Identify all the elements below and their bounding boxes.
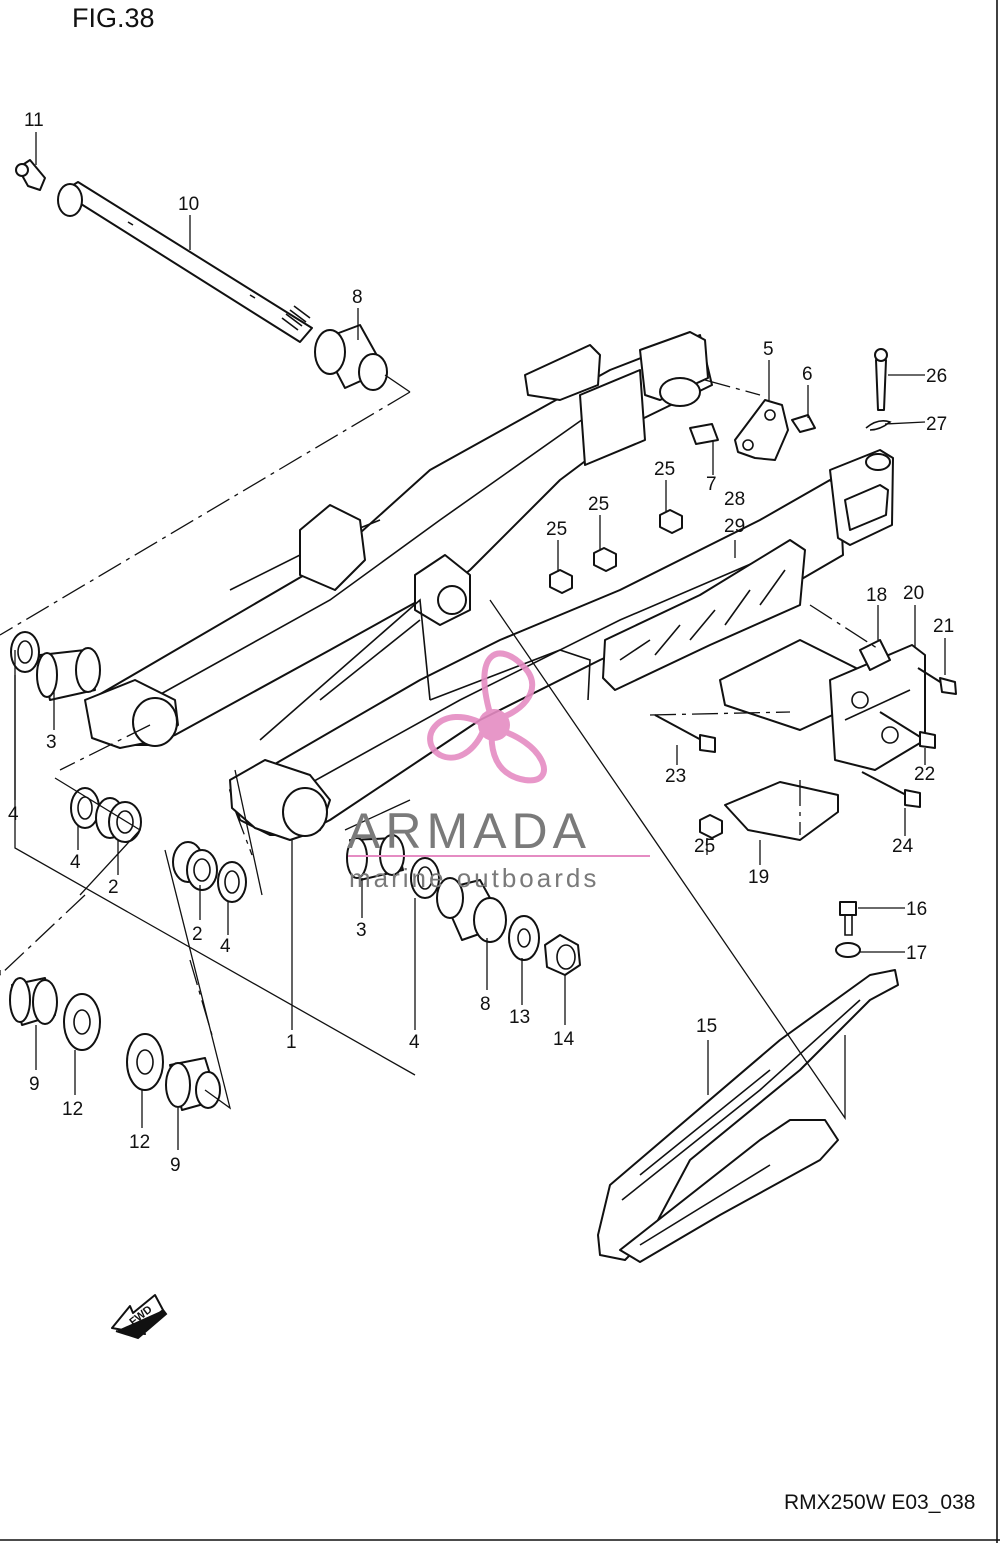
bolt-part-16	[839, 901, 857, 936]
callout-3-a: 3	[46, 732, 57, 753]
chain-guide-part-15	[597, 969, 899, 1263]
figure-label: FIG.38	[72, 3, 155, 33]
oil-seal-part-4-c	[217, 861, 247, 903]
callout-19: 19	[748, 867, 769, 888]
callout-7: 7	[706, 474, 717, 495]
callout-25-a: 25	[546, 519, 567, 540]
cover-part-19	[724, 781, 839, 841]
oil-seal-part-4-b	[70, 787, 100, 829]
callout-17: 17	[906, 943, 927, 964]
collar-part-8-upper	[314, 324, 388, 391]
callout-25-c: 25	[654, 459, 675, 480]
nut-part-25-d	[699, 814, 723, 839]
callout-1: 1	[286, 1032, 297, 1053]
pivot-shaft-part-10	[57, 181, 313, 343]
oil-seal-part-4-d	[410, 857, 440, 899]
callout-23: 23	[665, 766, 686, 787]
oil-seal-part-4-a	[10, 631, 40, 673]
washer-part-12-a	[63, 993, 101, 1051]
callout-12-a: 12	[62, 1099, 83, 1120]
callout-4-c: 4	[220, 936, 231, 957]
propeller-logo-icon	[427, 650, 547, 784]
callout-labels: 11 10 8 5 6 26 27 7 25 28 25 29 25 18 20…	[8, 110, 954, 1176]
bolt-part-22	[879, 711, 936, 749]
callout-2-b: 2	[192, 924, 203, 945]
callout-16: 16	[906, 899, 927, 920]
callout-4-b: 4	[70, 852, 81, 873]
nut-part-25-c	[659, 509, 683, 534]
washer-part-17	[835, 942, 861, 958]
callout-4-d: 4	[409, 1032, 420, 1053]
bearing-part-3-a	[36, 647, 101, 701]
watermark: ARMADA marine outboards	[347, 650, 650, 893]
bearing-part-3-b	[346, 834, 405, 881]
bolt-part-24	[861, 771, 921, 808]
bolt-part-21	[917, 667, 957, 695]
callout-15: 15	[696, 1016, 717, 1037]
nut-part-14	[544, 934, 581, 976]
reference-code: RMX250W E03_038	[784, 1491, 975, 1514]
callout-28: 28	[724, 489, 745, 510]
callout-8-upper: 8	[352, 287, 363, 308]
callout-25-d: 25	[694, 836, 715, 857]
nut-part-25-b	[593, 547, 617, 572]
collar-part-9-a	[9, 977, 58, 1026]
washer-part-12-b	[126, 1033, 164, 1091]
callout-5: 5	[763, 339, 774, 360]
callout-22: 22	[914, 764, 935, 785]
leader-lines	[14, 132, 946, 1150]
collar-part-8-lower	[436, 877, 507, 943]
callout-4-a: 4	[8, 804, 19, 825]
callout-27: 27	[926, 414, 947, 435]
callout-25-b: 25	[588, 494, 609, 515]
collar-part-9-b	[165, 1057, 221, 1111]
callout-14: 14	[553, 1029, 575, 1050]
grease-fitting-part-11	[15, 159, 46, 191]
callout-21: 21	[933, 616, 954, 637]
clip-part-27	[865, 420, 892, 431]
pin-part-26	[874, 348, 888, 411]
screw-part-6	[791, 414, 816, 433]
callout-24: 24	[892, 836, 914, 857]
callout-13: 13	[509, 1007, 530, 1028]
spacer-part-2-b	[172, 841, 218, 891]
assembly-lines	[0, 374, 881, 1121]
bolt-part-7	[689, 423, 719, 445]
callout-26: 26	[926, 366, 947, 387]
nut-part-25-a	[549, 569, 573, 594]
bolt-part-23	[654, 714, 716, 753]
callout-12-b: 12	[129, 1132, 150, 1153]
swingarm-part-1	[84, 331, 894, 841]
callout-11: 11	[24, 110, 44, 131]
callout-3-b: 3	[356, 920, 367, 941]
bracket-part-5	[734, 399, 789, 461]
washer-part-13	[508, 915, 540, 961]
watermark-tagline: marine outboards	[349, 863, 599, 893]
watermark-brand: ARMADA	[347, 803, 591, 859]
callout-18: 18	[866, 585, 887, 606]
callout-8-lower: 8	[480, 994, 491, 1015]
forward-direction-arrow: FWD	[111, 1294, 168, 1340]
callout-20: 20	[903, 583, 924, 604]
callout-9-a: 9	[29, 1074, 40, 1095]
callout-29: 29	[724, 516, 745, 537]
callout-10: 10	[178, 194, 199, 215]
callout-2-a: 2	[108, 877, 119, 898]
callout-6: 6	[802, 364, 813, 385]
bracket-part-18	[859, 639, 891, 671]
callout-9-b: 9	[170, 1155, 181, 1176]
